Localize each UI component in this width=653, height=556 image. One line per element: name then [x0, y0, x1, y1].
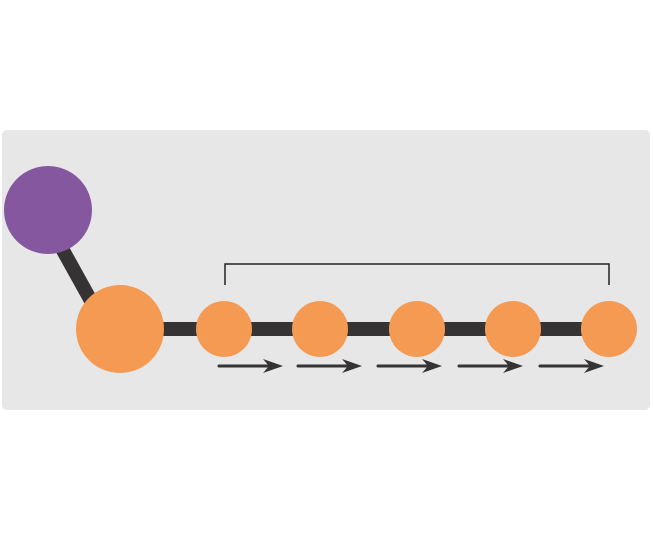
- repeat-bracket: [224, 263, 610, 285]
- repeat-node: [485, 301, 541, 357]
- repeat-node: [389, 301, 445, 357]
- repeat-node: [292, 301, 348, 357]
- arrow-right-icon: [538, 359, 604, 373]
- arrow-right-icon: [457, 359, 523, 373]
- repeat-node: [196, 301, 252, 357]
- repeat-node: [581, 301, 637, 357]
- diagram-panel: [2, 130, 650, 410]
- stem-bond: [53, 241, 102, 312]
- arrow-right-icon: [296, 359, 362, 373]
- repeat-nodes: [196, 301, 637, 357]
- anchor-node: [76, 285, 164, 373]
- head-node: [4, 166, 92, 254]
- arrow-right-icon: [376, 359, 442, 373]
- arrow-right-icon: [217, 359, 283, 373]
- direction-arrows: [217, 359, 604, 373]
